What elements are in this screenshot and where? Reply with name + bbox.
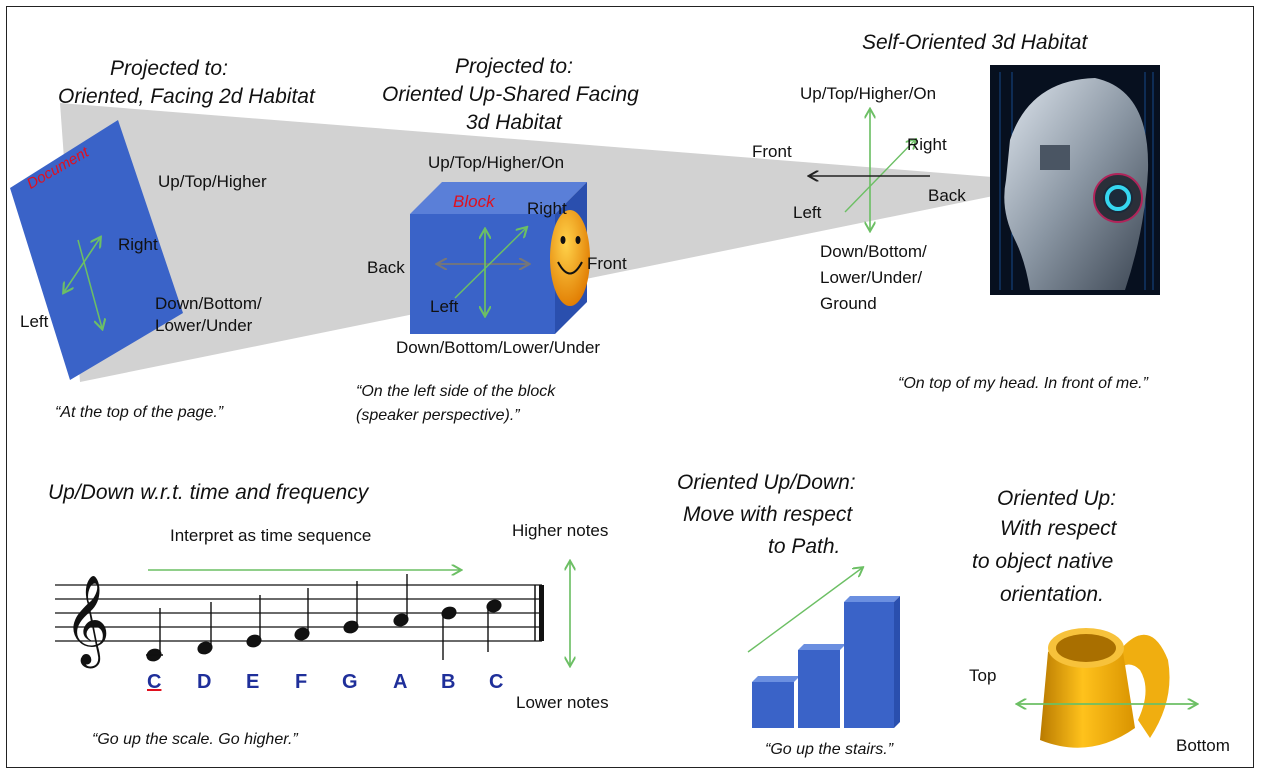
music-staff: 𝄞	[55, 562, 570, 669]
higher-notes-label: Higher notes	[512, 521, 609, 540]
note-label: D	[197, 671, 212, 693]
panel2-back-label: Back	[367, 258, 405, 277]
panel3-left-label: Left	[793, 203, 822, 222]
panel2-front-label: Front	[587, 254, 627, 273]
note-label: C	[147, 671, 162, 693]
panel2-down-label: Down/Bottom/Lower/Under	[396, 338, 601, 357]
panel1-quote: “At the top of the page.”	[55, 404, 224, 421]
panel1-left-label: Left	[20, 312, 49, 331]
note-label: A	[393, 671, 408, 693]
stairs-quote: “Go up the stairs.”	[765, 741, 894, 758]
diagram-frame	[6, 6, 1254, 768]
treble-clef-icon: 𝄞	[64, 575, 110, 669]
panel3-down-label-line1: Down/Bottom/	[820, 242, 927, 261]
mug-title-line4: orientation.	[1000, 583, 1104, 606]
panel1-right-label: Right	[118, 235, 158, 254]
cyborg-head-image	[990, 65, 1160, 295]
stairs-title-line3: to Path.	[768, 535, 841, 558]
music-title: Up/Down w.r.t. time and frequency	[48, 481, 369, 504]
panel3-right-label: Right	[907, 135, 947, 154]
panel3-title: Self-Oriented 3d Habitat	[862, 31, 1088, 54]
panel3-up-label: Up/Top/Higher/On	[800, 84, 937, 103]
panel2-left-label: Left	[430, 297, 459, 316]
panel2-quote-line2: (speaker perspective).”	[356, 407, 520, 424]
note-label: B	[441, 671, 456, 693]
panel3-quote: “On top of my head. In front of me.”	[898, 375, 1148, 392]
panel2-right-label: Right	[527, 199, 567, 218]
mug-bottom-label: Bottom	[1176, 736, 1230, 755]
mug-top-label: Top	[969, 666, 997, 685]
panel2-up-label: Up/Top/Higher/On	[428, 153, 565, 172]
panel1-title-line2: Oriented, Facing 2d Habitat	[58, 85, 315, 108]
stairs-title-line1: Oriented Up/Down:	[677, 471, 856, 494]
document-shape	[10, 120, 183, 380]
note-label: C	[489, 671, 504, 693]
panel2-title-line1: Projected to:	[455, 55, 573, 78]
lower-notes-label: Lower notes	[516, 693, 609, 712]
mug-title-line2: With respect	[1000, 517, 1117, 540]
panel1-down-label-line1: Down/Bottom/	[155, 294, 262, 313]
panel3-down-label-line3: Ground	[820, 294, 877, 313]
note-label: G	[342, 671, 358, 693]
mug-title-line1: Oriented Up:	[997, 487, 1117, 510]
time-sequence-label: Interpret as time sequence	[170, 526, 372, 545]
panel2-title-line3: 3d Habitat	[466, 111, 562, 134]
panel2-quote-line1: “On the left side of the block	[356, 383, 556, 400]
block-label: Block	[453, 192, 495, 211]
stairs-chart	[747, 568, 900, 728]
mug-title-line3: to object native	[972, 550, 1114, 573]
note-label: F	[295, 671, 308, 693]
panel1-down-label-line2: Lower/Under	[155, 316, 253, 335]
smiley-face	[550, 210, 590, 306]
panel2-title-line2: Oriented Up-Shared Facing	[382, 83, 639, 106]
stairs-title-line2: Move with respect	[683, 503, 853, 526]
panel3-back-label: Back	[928, 186, 966, 205]
panel3-down-label-line2: Lower/Under/	[820, 268, 923, 287]
note-label: E	[246, 671, 260, 693]
panel3-front-label: Front	[752, 142, 792, 161]
mug-image	[1018, 628, 1196, 748]
music-quote: “Go up the scale. Go higher.”	[92, 731, 298, 748]
panel1-title-line1: Projected to:	[110, 57, 228, 80]
self-axes	[810, 110, 930, 230]
panel1-up-label: Up/Top/Higher	[158, 172, 267, 191]
